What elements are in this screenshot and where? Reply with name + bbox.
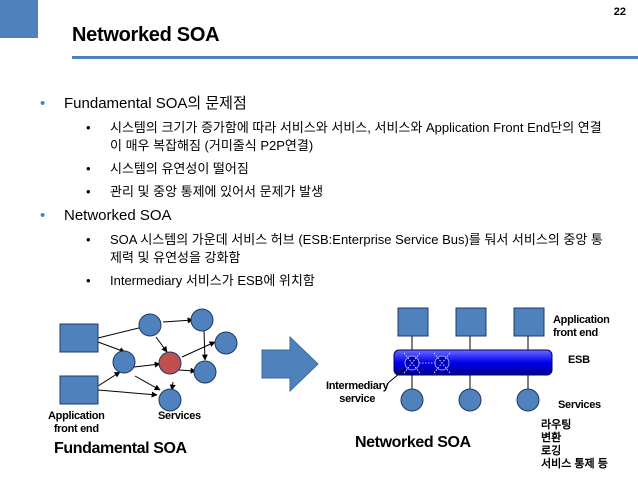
bullet-icon: • [86, 184, 91, 199]
page-number: 22 [613, 6, 626, 18]
slide-title: Networked SOA [72, 24, 220, 46]
sub-bullet: • 시스템의 유연성이 떨어짐 [0, 160, 638, 178]
connection-line [181, 341, 216, 358]
sub-bullet-text: Intermediary 서비스가 ESB에 위치함 [110, 273, 315, 288]
service-node [516, 388, 540, 412]
service-node [400, 388, 424, 412]
label-line: Application front end [553, 314, 610, 339]
bullet-networked-soa: • Networked SOA [0, 206, 638, 226]
bullet-icon: • [86, 120, 91, 135]
esb-label: ESB [568, 354, 590, 366]
application-front-end-label: Application front end [48, 410, 105, 436]
esb-connections [411, 336, 529, 390]
application-front-end-node [59, 323, 99, 353]
esb-bus [393, 349, 553, 376]
application-front-end-node [59, 375, 99, 405]
service-node [138, 313, 162, 337]
hub-service-node [158, 351, 182, 375]
connection-line [97, 341, 126, 353]
services [400, 388, 540, 412]
services-label: Services [558, 399, 601, 411]
connection-line [133, 361, 161, 368]
function-item: 라우팅 [541, 419, 572, 431]
service-node [158, 388, 182, 412]
connection-line [169, 381, 176, 391]
title-underline [72, 56, 638, 59]
service-node [190, 308, 214, 332]
networked-soa-caption: Networked SOA [355, 434, 471, 451]
application-front-end-node [513, 307, 545, 337]
bullet-icon: • [86, 273, 91, 288]
fundamental-soa-caption: Fundamental SOA [54, 440, 187, 457]
transition-arrow [261, 335, 319, 393]
service-node [193, 360, 217, 384]
corner-accent-block [0, 0, 38, 38]
sub-bullet-text: 관리 및 중앙 통제에 있어서 문제가 발생 [110, 184, 324, 199]
service-node [112, 350, 136, 374]
intermediary-functions: 라우팅 변환 로깅 서비스 통제 등 [541, 419, 608, 471]
function-item: 로깅 [541, 445, 562, 457]
function-item: 변환 [541, 432, 562, 444]
bullet-text: Fundamental SOA의 문제점 [64, 95, 247, 112]
fundamental-soa-connections [97, 317, 216, 398]
sub-bullet-text: 시스템의 유연성이 떨어짐 [110, 161, 249, 176]
sub-bullet: • 관리 및 중앙 통제에 있어서 문제가 발생 [0, 183, 638, 201]
bullet-text: Networked SOA [64, 207, 172, 224]
connection-line [97, 324, 148, 339]
intermediary-pointer [387, 367, 407, 384]
connection-line [177, 367, 197, 374]
connection-line [155, 336, 168, 353]
sub-bullet: • 시스템의 크기가 증가함에 따라 서비스와 서비스, 서비스와 Applica… [0, 119, 638, 155]
connection-line [134, 375, 161, 391]
connection-line [433, 352, 451, 374]
soa-diagram [59, 307, 553, 412]
bullet-list: • Fundamental SOA의 문제점 • 시스템의 크기가 증가함에 따라 … [0, 94, 638, 295]
intermediary-links [403, 352, 451, 374]
connection-line [403, 352, 421, 374]
service-node [458, 388, 482, 412]
sub-bullet: • SOA 시스템의 가운데 서비스 허브 (ESB:Enterprise Ser… [0, 231, 638, 267]
connection-line [162, 317, 194, 324]
sub-bullet: • Intermediary 서비스가 ESB에 위치함 [0, 272, 638, 290]
intermediary-service-label: Intermediary service [326, 380, 389, 406]
bullet-fundamental-soa: • Fundamental SOA의 문제점 [0, 94, 638, 114]
connection-line [97, 389, 158, 398]
bullet-icon: • [86, 161, 91, 176]
label-line: Application front end [48, 410, 105, 435]
bullet-icon: • [40, 207, 46, 224]
service-node [214, 331, 238, 355]
esb-bus-bar [393, 349, 553, 376]
bullet-icon: • [40, 95, 46, 112]
connection-line [201, 330, 208, 361]
services-label: Services [158, 410, 201, 422]
fundamental-soa-nodes [59, 308, 238, 412]
connection-line [97, 371, 121, 387]
application-front-end-node [455, 307, 487, 337]
application-front-end-node [397, 307, 429, 337]
bullet-icon: • [86, 232, 91, 247]
label-line: Intermediary service [326, 380, 389, 405]
sub-bullet-text: 시스템의 크기가 증가함에 따라 서비스와 서비스, 서비스와 Applicat… [110, 120, 602, 153]
function-item: 서비스 통제 등 [541, 458, 608, 470]
application-front-ends [397, 307, 545, 337]
application-front-end-label: Application front end [553, 314, 610, 340]
sub-bullet-text: SOA 시스템의 가운데 서비스 허브 (ESB:Enterprise Serv… [110, 232, 603, 265]
